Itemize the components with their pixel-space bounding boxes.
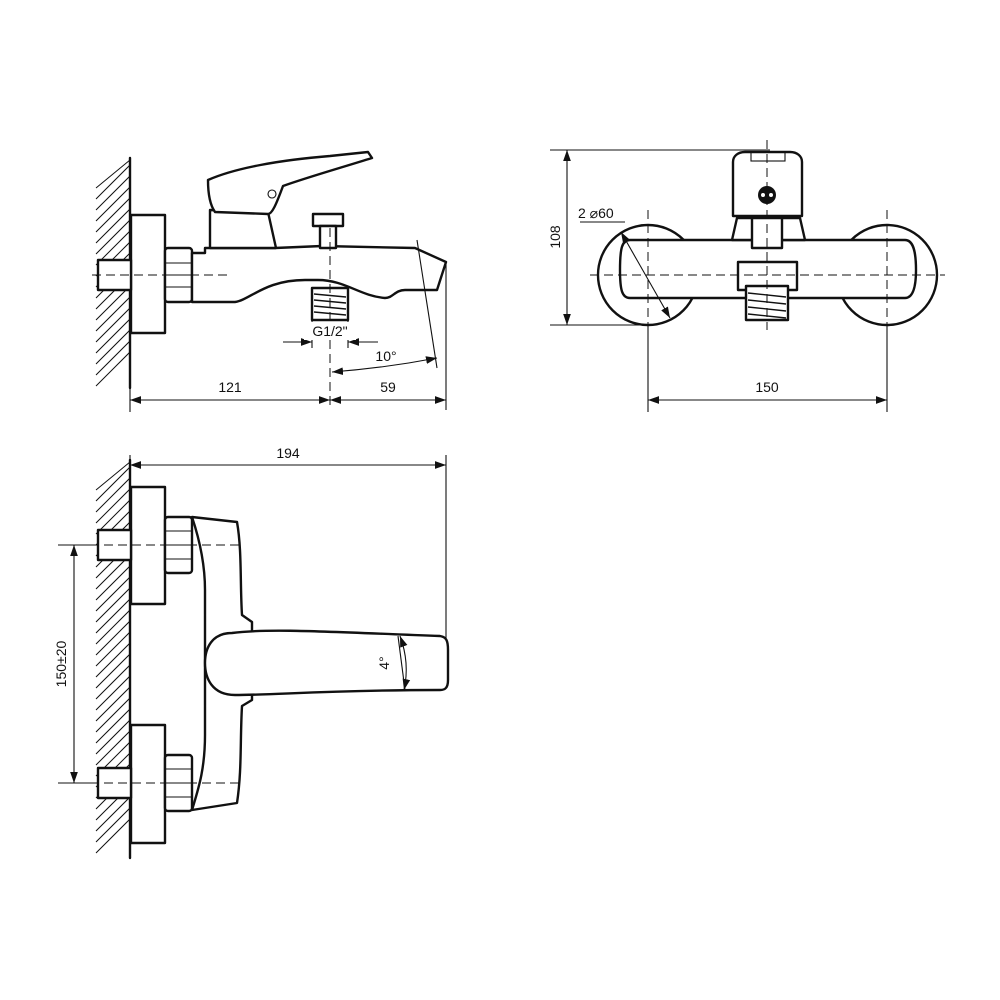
hatch-line [95, 697, 131, 733]
lever-angle-dimension: 4° [376, 635, 411, 691]
hatch-line [95, 488, 131, 524]
hatch-line [95, 159, 131, 189]
hatch-line [95, 466, 131, 502]
hatch-line [95, 730, 131, 766]
side-view: G1/2" 10° 121 59 [92, 150, 448, 412]
hatch-line [95, 719, 131, 755]
hatch-line [95, 219, 131, 255]
dim-150-label: 150 [755, 379, 779, 395]
hatch-line [95, 499, 131, 535]
hatch-line [95, 631, 131, 667]
hatch-line [95, 675, 131, 711]
hatch-line [95, 620, 131, 656]
dim-150-20-label: 150±20 [53, 640, 69, 687]
height-dimension: 108 [547, 149, 770, 326]
hatch-line [95, 818, 131, 854]
hatch-line [95, 686, 131, 722]
hatch-line [95, 708, 131, 744]
hatch-line [95, 598, 131, 634]
hatch-line [95, 576, 131, 612]
dim-59-label: 59 [380, 379, 396, 395]
hatch-line [95, 208, 131, 244]
thread-dimension: G1/2" [283, 320, 378, 348]
overall-length-dimension: 194 [130, 445, 446, 469]
hatch-line [95, 664, 131, 700]
thread-label: G1/2" [312, 323, 347, 339]
hatch-line [95, 307, 131, 343]
wall-hatching-top [95, 461, 131, 854]
hatch-line [95, 587, 131, 623]
spout-angle-line [416, 239, 438, 369]
hatch-line [95, 642, 131, 678]
dim-194-label: 194 [276, 445, 300, 461]
top-view: 194 150±20 4° [53, 445, 450, 860]
dim-108-label: 108 [547, 225, 563, 249]
flange-label: 2 ⌀60 [578, 205, 614, 221]
hatch-line [95, 340, 131, 376]
hatch-line [95, 565, 131, 601]
hatch-line [95, 175, 131, 211]
hatch-line [95, 329, 131, 365]
spout-angle-dimension: 10° [331, 348, 438, 376]
outlet-thread [310, 286, 350, 322]
length-dimensions: 121 59 [130, 379, 446, 404]
hatch-line [95, 796, 131, 832]
hatch-line [95, 477, 131, 513]
front-view: 108 2 ⌀60 150 [547, 140, 945, 412]
hatch-line [95, 653, 131, 689]
spout-angle-label: 10° [375, 348, 396, 364]
center-distance-dimension: 150 [648, 379, 887, 404]
flange-lower [129, 723, 167, 845]
cartridge-housing [208, 208, 278, 250]
hatch-line [95, 186, 131, 222]
wall-flange [129, 213, 167, 335]
flange-diameter-dimension: 2 ⌀60 [578, 205, 671, 319]
hatch-line [95, 164, 131, 200]
hatch-line [95, 318, 131, 354]
hatch-line [95, 609, 131, 645]
indicator-icon [758, 186, 776, 204]
hatch-line [95, 807, 131, 843]
lever-top [203, 629, 450, 697]
hatch-line [95, 461, 131, 491]
mixer-body [190, 244, 448, 304]
hatch-line [95, 197, 131, 233]
lever-handle [206, 150, 374, 216]
hatch-line [95, 296, 131, 332]
lever-angle-label: 4° [376, 656, 392, 669]
inlet-spacing-dimension: 150±20 [53, 545, 78, 783]
hatch-line [95, 285, 131, 321]
outlet-housing [736, 260, 799, 292]
lever-pivot [267, 189, 277, 199]
diverter-knob [311, 212, 345, 250]
dim-121-label: 121 [218, 379, 242, 395]
hatch-line [95, 351, 131, 387]
